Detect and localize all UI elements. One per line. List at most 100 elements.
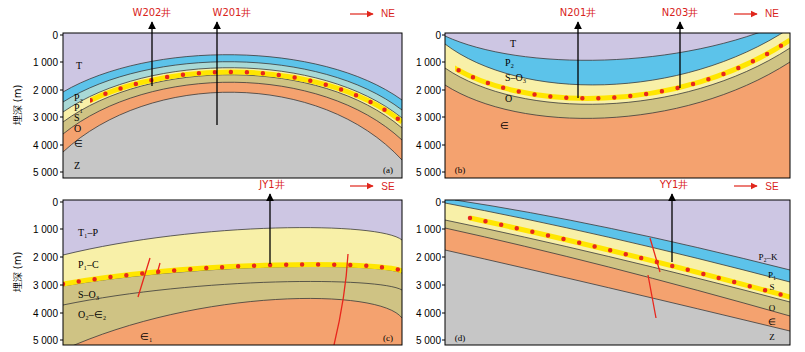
axis-tick-label: 1 000: [33, 57, 58, 68]
panel-letter: (b): [455, 165, 466, 175]
panel-letter: (d): [455, 333, 466, 343]
direction-label: NE: [381, 8, 395, 19]
stratum-label: S–O₃: [505, 72, 526, 83]
axis-tick-label: 2 000: [416, 85, 441, 96]
section-c: [63, 200, 402, 345]
axis-tick-label: 0: [435, 30, 441, 41]
section-a: [63, 33, 402, 178]
stratum-label: T₁–P: [78, 227, 98, 238]
direction-label: SE: [765, 181, 778, 192]
stratum-fill: [445, 33, 790, 178]
well-arrow: [671, 194, 672, 262]
stratum-label: ∈₁: [140, 331, 153, 342]
shale-band: [90, 72, 402, 122]
stratum-fill: [445, 200, 790, 345]
well-label: JY1井: [259, 178, 284, 192]
stratum-label: ∈: [500, 120, 509, 131]
axis-tick-label: 3 000: [416, 112, 441, 123]
shale-band: [63, 264, 402, 284]
axis-tick-label: 4 000: [33, 140, 58, 151]
stratum-label: P₁: [74, 102, 83, 113]
well-arrow: [151, 22, 152, 86]
shale-dots: [455, 40, 790, 98]
shale-band: [470, 218, 790, 297]
stratum-fill: [63, 82, 402, 178]
direction-arrow: [350, 185, 373, 186]
stratum-fill: [63, 298, 402, 345]
panel-letter: (c): [383, 333, 393, 343]
axis-tick-label: 4 000: [416, 308, 441, 319]
axis-tick-label: 5 000: [416, 335, 441, 346]
well-label: N203井: [662, 6, 699, 20]
well-label: YY1井: [660, 178, 689, 192]
stratum-label: P₂–K: [758, 253, 777, 263]
fault-line: [648, 238, 660, 318]
axis-tick-label: 2 000: [33, 85, 58, 96]
direction-arrow: [350, 13, 373, 14]
boundary-line: [445, 200, 790, 331]
well-arrow: [577, 22, 578, 98]
direction-label: SE: [381, 181, 394, 192]
stratum-fill: [445, 33, 790, 178]
stratum-label: O: [74, 123, 81, 134]
panel-letter: (a): [383, 165, 393, 175]
stratum-label: T: [76, 60, 82, 71]
axis-tick-label: 1 000: [416, 57, 441, 68]
panel-frame: [445, 33, 790, 178]
boundary-line: [63, 228, 402, 345]
axis-title: 埋深 (m): [11, 252, 25, 293]
stratum-label: P₂: [74, 92, 83, 103]
axis-tick-label: 2 000: [416, 252, 441, 263]
axis-ticks: [60, 202, 63, 340]
boundary-line: [445, 33, 790, 118]
shale-dots: [63, 264, 402, 284]
axis-tick-label: 5 000: [416, 167, 441, 178]
axis-tick-label: 3 000: [416, 280, 441, 291]
stratum-label: S: [769, 283, 774, 293]
shale-strip: [455, 40, 790, 98]
panel-frame: [445, 200, 790, 345]
stratum-fill: [445, 250, 790, 345]
stratum-label: P₁: [768, 271, 776, 281]
well-arrow: [216, 22, 217, 125]
section-b: [445, 33, 790, 178]
axis-tick-label: 5 000: [33, 335, 58, 346]
direction-arrow: [734, 185, 757, 186]
stratum-label: T: [510, 38, 516, 49]
stratum-fill: [445, 228, 790, 345]
stratum-label: S–O₃: [78, 289, 99, 300]
stratum-label: ∈: [768, 318, 776, 328]
stratum-label: Z: [74, 160, 80, 171]
shale-dots: [470, 218, 790, 297]
stratum-label: O: [769, 304, 776, 314]
axis-tick-label: 0: [52, 30, 58, 41]
well-arrow: [679, 22, 680, 88]
stratum-fill: [63, 92, 402, 178]
fault-line: [138, 254, 348, 345]
well-label: N201井: [560, 6, 597, 20]
stratum-fill: [63, 62, 402, 178]
stratum-fill: [445, 62, 790, 178]
stratum-fill: [445, 200, 790, 345]
axis-ticks: [442, 35, 445, 172]
axis-tick-label: 2 000: [33, 252, 58, 263]
axis-tick-label: 3 000: [33, 112, 58, 123]
shale-band: [455, 40, 790, 98]
well-arrow: [269, 194, 270, 264]
axis-ticks: [60, 35, 63, 172]
axis-tick-label: 4 000: [33, 308, 58, 319]
axis-tick-label: 1 000: [33, 224, 58, 235]
stratum-label: Z: [769, 333, 775, 343]
stratum-label: ∈: [74, 138, 83, 149]
stratum-label: O: [505, 93, 512, 104]
panel-frame: [63, 200, 402, 345]
shale-dots: [90, 72, 402, 122]
axis-tick-label: 5 000: [33, 167, 58, 178]
axis-tick-label: 3 000: [33, 280, 58, 291]
axis-tick-label: 1 000: [416, 224, 441, 235]
stratum-fill: [63, 33, 402, 178]
stratum-fill: [63, 68, 402, 178]
axis-tick-label: 4 000: [416, 140, 441, 151]
stratum-fill: [445, 203, 790, 345]
